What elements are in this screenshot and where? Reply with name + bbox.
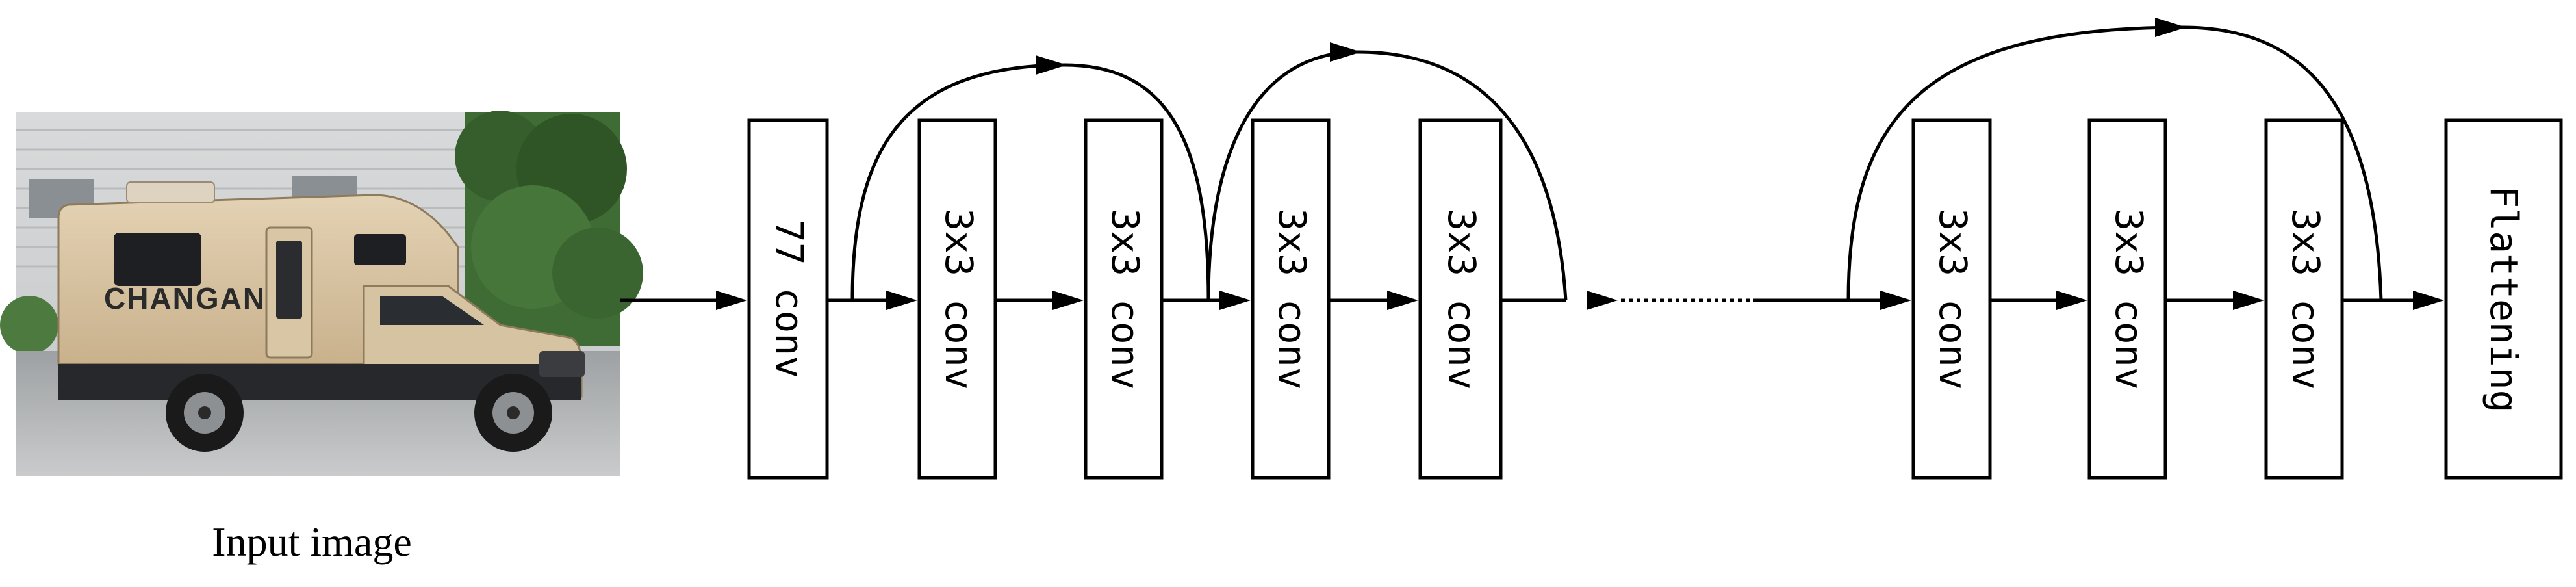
camper-window — [114, 233, 201, 286]
block-label: 3x3 conv — [1440, 208, 1484, 389]
block-label: Flattening — [2482, 185, 2526, 412]
connections — [620, 291, 2444, 310]
block-label: 3x3 conv — [2107, 208, 2151, 389]
camper-truck: CHANGAN — [57, 181, 585, 400]
block-conv-7x7: 77 conv — [747, 118, 829, 480]
camper-logo: CHANGAN — [104, 281, 266, 315]
trees — [0, 111, 643, 354]
wheel-rear — [166, 374, 244, 452]
block-conv-3x3-2: 3x3 conv — [1084, 118, 1164, 480]
input-image: CHANGAN Input image — [0, 111, 643, 565]
block-conv-3x3-6: 3x3 conv — [2087, 118, 2167, 480]
block-flattening: Flattening — [2444, 118, 2563, 480]
block-label: 3x3 conv — [1103, 208, 1147, 389]
block-label: 3x3 conv — [937, 208, 981, 389]
block-conv-3x3-7: 3x3 conv — [2264, 118, 2344, 480]
block-label: 77 conv — [767, 220, 811, 378]
block-label: 3x3 conv — [1270, 208, 1314, 389]
block-conv-3x3-1: 3x3 conv — [917, 118, 997, 480]
block-label: 3x3 conv — [2284, 208, 2328, 389]
skip-connections — [850, 18, 2383, 301]
block-conv-3x3-3: 3x3 conv — [1251, 118, 1331, 480]
input-caption: Input image — [212, 519, 411, 565]
block-conv-3x3-5: 3x3 conv — [1911, 118, 1992, 480]
wheel-front — [474, 374, 552, 452]
block-conv-3x3-4: 3x3 conv — [1418, 118, 1503, 480]
block-label: 3x3 conv — [1931, 208, 1975, 389]
